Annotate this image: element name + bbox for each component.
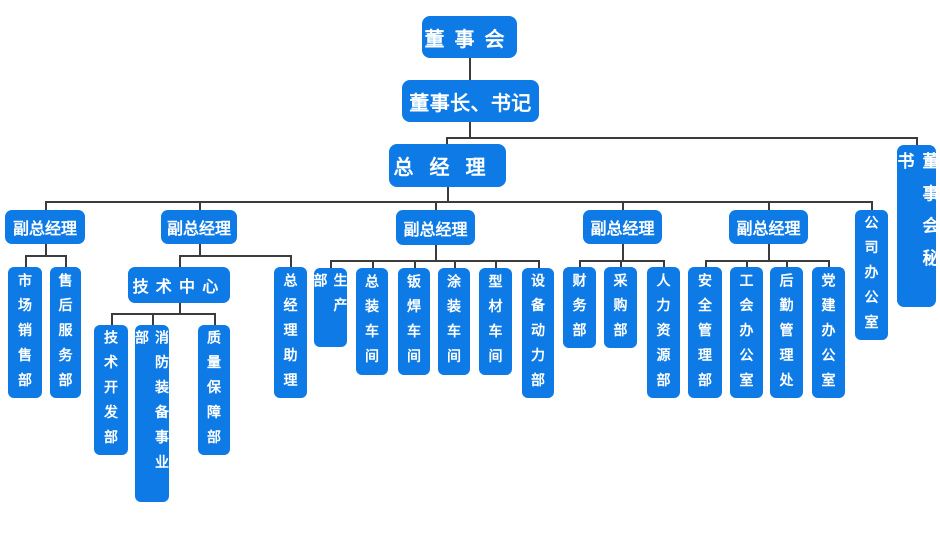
- connector-line-horizontal: [111, 313, 215, 315]
- node-equipment-power-dept: 设备动力部: [522, 268, 554, 398]
- node-board-of-directors: 董事会: [422, 16, 517, 58]
- node-painting-workshop: 涂装车间: [438, 268, 470, 375]
- node-finance-dept: 财务部: [563, 267, 596, 348]
- connector-line-vertical: [435, 245, 437, 260]
- node-party-building-office: 党建办公室: [812, 267, 845, 398]
- connector-line-vertical: [538, 260, 540, 269]
- connector-line-vertical: [45, 201, 47, 211]
- connector-line-vertical: [290, 255, 292, 267]
- connector-line-vertical: [214, 313, 216, 325]
- node-production-dept: 生产部: [313, 268, 349, 347]
- connector-line-vertical: [469, 122, 471, 137]
- node-gm-assistant: 总经理助理: [274, 267, 307, 398]
- connector-line-vertical: [705, 260, 707, 268]
- connector-line-horizontal: [579, 260, 664, 262]
- node-safety-management-dept: 安全管理部: [688, 267, 722, 398]
- connector-line-vertical: [372, 260, 374, 269]
- connector-line-horizontal: [330, 260, 539, 262]
- connector-line-vertical: [916, 137, 918, 146]
- connector-line-vertical: [620, 260, 622, 268]
- node-logistics-management-office: 后勤管理处: [770, 267, 803, 398]
- node-marketing-sales-dept: 市场销售部: [8, 267, 42, 398]
- node-general-manager: 总经理: [389, 144, 506, 187]
- node-deputy-gm-2: 副总经理: [161, 210, 237, 244]
- node-board-secretary: 董事会秘书: [895, 145, 939, 307]
- connector-line-vertical: [495, 260, 497, 269]
- node-tech-development-dept: 技术开发部: [94, 325, 128, 455]
- node-final-assembly-workshop: 总装车间: [356, 268, 388, 375]
- connector-line-vertical: [622, 244, 624, 260]
- connector-line-horizontal: [45, 201, 872, 203]
- node-after-sales-service-dept: 售后服务部: [50, 267, 81, 398]
- connector-line-vertical: [663, 260, 665, 268]
- connector-line-vertical: [828, 260, 830, 268]
- node-deputy-gm-4: 副总经理: [583, 210, 662, 244]
- connector-line-vertical: [786, 260, 788, 268]
- node-human-resources-dept: 人力资源部: [647, 267, 680, 398]
- node-quality-assurance-dept: 质量保障部: [198, 325, 230, 455]
- node-deputy-gm-3: 副总经理: [396, 210, 475, 245]
- connector-line-vertical: [199, 244, 201, 255]
- connector-line-horizontal: [25, 255, 66, 257]
- connector-line-horizontal: [446, 137, 917, 139]
- connector-line-vertical: [622, 201, 624, 211]
- connector-line-vertical: [871, 201, 873, 211]
- node-company-office: 公司办公室: [855, 210, 888, 340]
- connector-line-vertical: [746, 260, 748, 268]
- connector-line-vertical: [152, 313, 154, 325]
- connector-line-vertical: [768, 201, 770, 211]
- connector-line-horizontal: [705, 260, 829, 262]
- node-deputy-gm-5: 副总经理: [729, 210, 808, 244]
- node-procurement-dept: 采购部: [604, 267, 637, 348]
- node-sheet-metal-welding-workshop: 钣焊车间: [398, 268, 430, 375]
- connector-line-vertical: [111, 313, 113, 325]
- connector-line-horizontal: [179, 255, 291, 257]
- connector-line-vertical: [25, 255, 27, 267]
- connector-line-vertical: [179, 255, 181, 267]
- node-labor-union-office: 工会办公室: [730, 267, 763, 398]
- connector-line-vertical: [330, 260, 332, 269]
- connector-line-vertical: [469, 58, 471, 80]
- connector-line-vertical: [435, 201, 437, 211]
- connector-line-vertical: [768, 244, 770, 260]
- node-technology-center: 技术中心: [128, 267, 230, 303]
- connector-line-vertical: [199, 201, 201, 211]
- connector-line-vertical: [579, 260, 581, 268]
- connector-line-vertical: [447, 187, 449, 202]
- connector-line-vertical: [45, 244, 47, 255]
- connector-line-vertical: [65, 255, 67, 267]
- connector-line-vertical: [446, 137, 448, 145]
- connector-line-vertical: [454, 260, 456, 269]
- node-profile-workshop: 型材车间: [479, 268, 512, 375]
- connector-line-vertical: [179, 303, 181, 314]
- node-deputy-gm-1: 副总经理: [5, 210, 85, 244]
- node-fire-equipment-division: 消防装备事业部: [134, 325, 170, 502]
- node-chairman-party-secretary: 董事长、书记: [402, 80, 539, 122]
- connector-line-vertical: [414, 260, 416, 269]
